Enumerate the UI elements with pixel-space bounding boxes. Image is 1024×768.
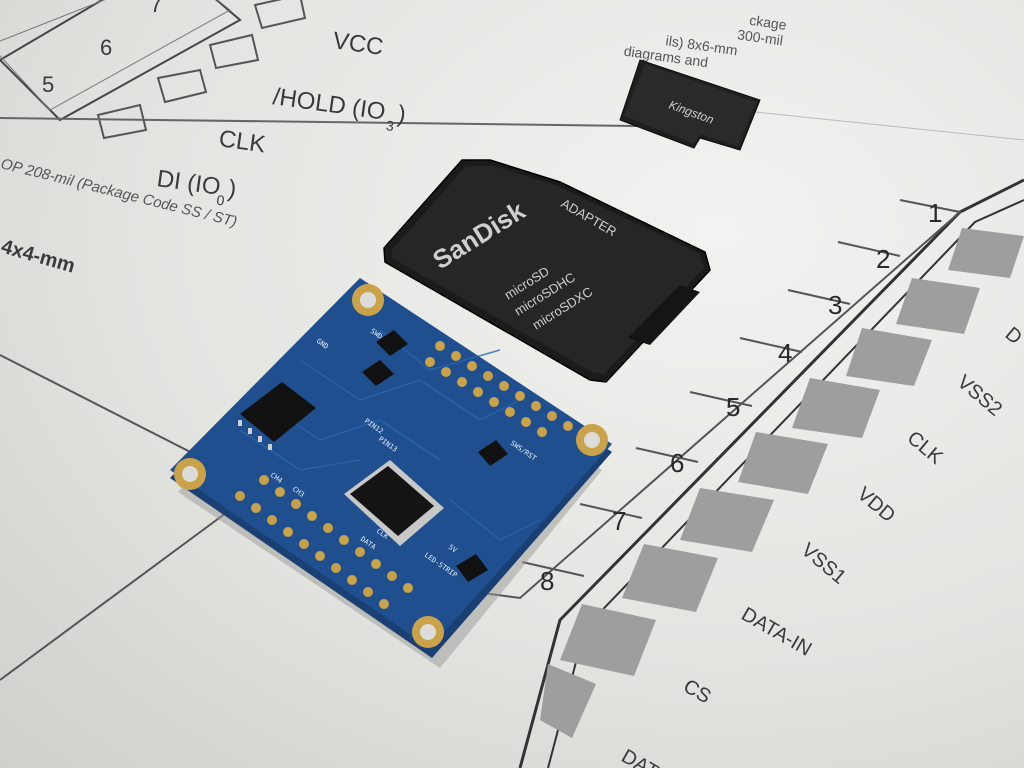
pin-number-6: 6 bbox=[100, 35, 112, 60]
svg-text:0: 0 bbox=[216, 192, 226, 209]
pin-label-vcc: VCC bbox=[331, 27, 385, 61]
pin-6: 6 bbox=[670, 448, 684, 478]
pin-7: 7 bbox=[612, 506, 626, 536]
mounting-hole bbox=[174, 458, 206, 490]
pin-label-dat: DAT bbox=[618, 745, 662, 768]
transistor bbox=[376, 330, 408, 356]
pin-label-cs: CS bbox=[680, 675, 715, 708]
pin-4: 4 bbox=[778, 338, 792, 368]
pin-label-vss2: VSS2 bbox=[953, 371, 1006, 421]
size-note: 4x4-mm bbox=[0, 236, 77, 278]
pin-label-vss1: VSS1 bbox=[797, 539, 850, 589]
flash-chip bbox=[238, 382, 316, 450]
sd-adapter: SanDisk ADAPTER microSD microSDHC microS… bbox=[383, 159, 711, 383]
mounting-hole bbox=[412, 616, 444, 648]
pin-5: 5 bbox=[726, 392, 740, 422]
header-pins-left bbox=[235, 475, 413, 609]
transistor bbox=[478, 440, 508, 466]
pin-label-vdd: VDD bbox=[853, 483, 899, 527]
pin-label-hold: /HOLD (IO 3 ) bbox=[271, 83, 408, 134]
pin-3: 3 bbox=[828, 290, 842, 320]
pin-label-clk-right: CLK bbox=[903, 427, 947, 469]
svg-text:3: 3 bbox=[385, 117, 395, 134]
svg-text:): ) bbox=[226, 175, 238, 203]
pin-number-5: 5 bbox=[42, 72, 54, 97]
svg-text:/HOLD (IO: /HOLD (IO bbox=[271, 83, 387, 126]
silk-5v: 5V bbox=[447, 543, 459, 555]
pin-label-clk: CLK bbox=[217, 125, 267, 158]
svg-text:300-mil: 300-mil bbox=[736, 26, 784, 48]
pin-label-data-in: DATA-IN bbox=[738, 603, 816, 661]
mounting-hole bbox=[576, 424, 608, 456]
pcb-board: GND SWD CH4 CH3 PIN12 PIN13 LED-STRIP 5V… bbox=[170, 278, 612, 668]
pin-2: 2 bbox=[876, 244, 890, 274]
transistor bbox=[362, 360, 394, 386]
pin-label-d: D bbox=[1001, 323, 1024, 349]
pin-1: 1 bbox=[928, 198, 942, 228]
micro-sd-card: Kingston bbox=[619, 59, 761, 151]
mounting-hole bbox=[352, 284, 384, 316]
pin-8: 8 bbox=[540, 566, 554, 596]
svg-text:ckage: ckage bbox=[748, 12, 787, 33]
voltage-regulator bbox=[344, 460, 444, 546]
pin-number-7: 7 bbox=[150, 0, 162, 17]
svg-text:): ) bbox=[396, 101, 408, 129]
header-pins-right bbox=[425, 341, 573, 437]
transistor bbox=[456, 554, 488, 582]
